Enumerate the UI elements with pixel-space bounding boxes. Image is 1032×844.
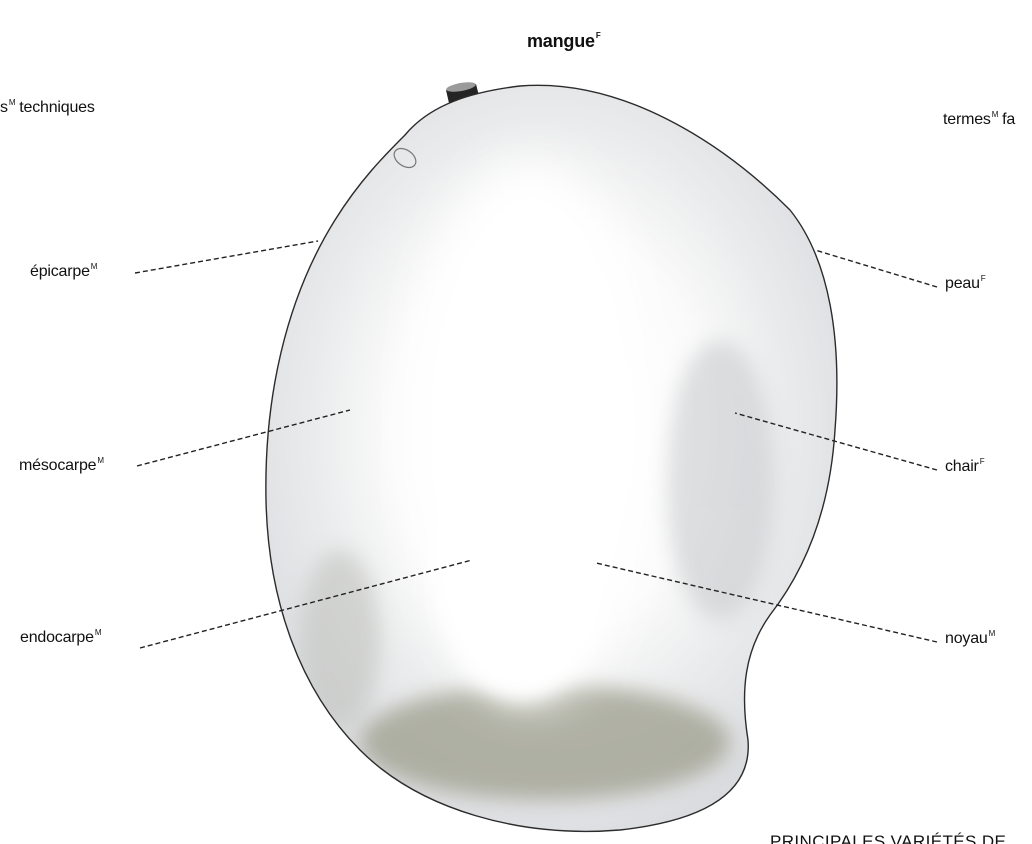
leader-line-epicarpe — [135, 241, 318, 273]
section-heading-varieties: PRINCIPALES VARIÉTÉS DE — [770, 832, 1032, 844]
column-header-left-text: s — [0, 99, 8, 116]
label-gender: M — [95, 628, 101, 637]
label-text: chair — [945, 458, 979, 475]
label-epicarpe: épicarpeM — [30, 262, 97, 282]
column-header-left-suffix: techniques — [19, 99, 94, 116]
label-gender: M — [97, 456, 103, 465]
title-gender: F — [596, 31, 601, 40]
label-text: endocarpe — [20, 629, 94, 646]
label-chair: chairF — [945, 457, 984, 477]
label-noyau: noyauM — [945, 629, 995, 649]
diagram-title: mangueF — [527, 31, 601, 51]
label-text: épicarpe — [30, 263, 90, 280]
label-gender: M — [989, 629, 995, 638]
label-gender: F — [980, 457, 985, 466]
column-header-right-text: termes — [943, 111, 991, 128]
label-gender: F — [981, 274, 986, 283]
title-text: mangue — [527, 31, 595, 51]
column-header-right-suffix: fa — [1002, 111, 1015, 128]
column-header-right-gender: M — [992, 110, 998, 119]
label-text: mésocarpe — [19, 457, 96, 474]
label-peau: peauF — [945, 274, 985, 294]
label-mesocarpe: mésocarpeM — [19, 456, 104, 476]
label-text: noyau — [945, 630, 988, 647]
label-endocarpe: endocarpeM — [20, 628, 101, 648]
column-header-left-gender: M — [9, 98, 15, 107]
label-text: peau — [945, 275, 980, 292]
leader-line-peau — [815, 250, 937, 287]
label-gender: M — [91, 262, 97, 271]
